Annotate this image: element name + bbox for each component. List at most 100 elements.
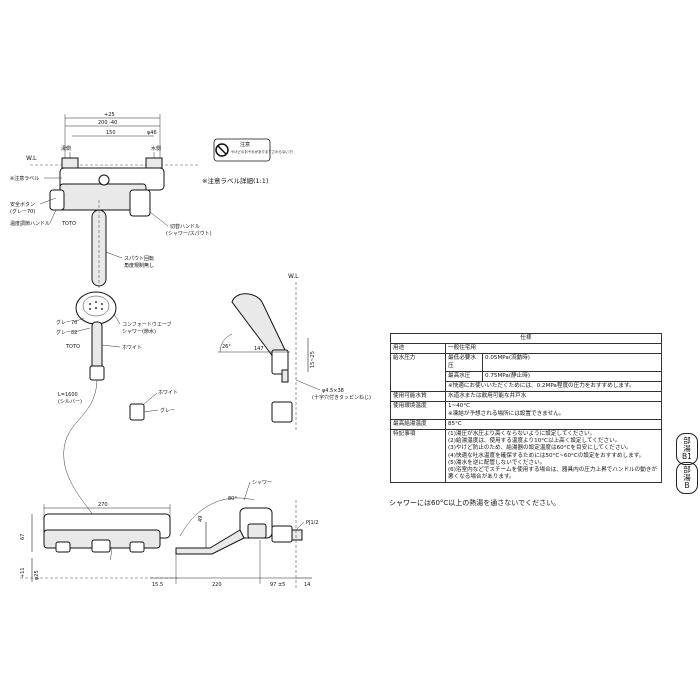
spec-min-key: 最低必要水圧 xyxy=(445,353,483,372)
spec-min-val: 0.05MPa(流動時) xyxy=(482,353,662,372)
wl-label: W.L xyxy=(26,155,37,162)
pj-label: PJ1/2 xyxy=(306,520,319,526)
spec-env-val2: ※凍結が予想される場所には設置できません。 xyxy=(448,410,565,417)
side-shower-grip xyxy=(271,349,289,375)
cold-side-label: 水側 xyxy=(151,145,161,152)
switch-handle-callout: 切替ハンドル xyxy=(170,223,200,230)
dim-97: 97 ±5 xyxy=(270,582,285,588)
spec-env-key: 使用環境温度 xyxy=(390,401,446,420)
hot-inlet xyxy=(61,157,79,169)
dim-67: 67 xyxy=(20,534,26,540)
side-dim-15-25: 15~25 xyxy=(310,351,316,368)
comfort-wave-sub: シャワー(節水) xyxy=(122,328,156,335)
spec-max-key: 最高水圧 xyxy=(445,370,483,383)
dim-14: 14 xyxy=(304,582,310,588)
shower-handle xyxy=(91,321,103,371)
bottom-side-view: シャワー 80° PJ1/2 49 15.5 220 97 ±5 14 xyxy=(150,480,319,590)
badge-b1-line3: B1 xyxy=(682,452,692,461)
holder-grey-label: グレー xyxy=(160,407,175,414)
toto-logo-top: TOTO xyxy=(61,221,76,227)
grey70-label: グレー70 xyxy=(56,319,77,326)
shower-bottom xyxy=(89,365,105,381)
shower-head-view: グレー70 グレー82 TOTO ホワイト コンフォートウエーブ シャワー(節水… xyxy=(56,291,178,561)
spec-table: 仕様 用途 一般住宅用 給水圧力 最低必要水圧 0.05MPa(流動時) 最高水… xyxy=(390,332,662,484)
white-label: ホワイト xyxy=(122,345,142,351)
caution-text: やけどのおそれがありますさわらないで! xyxy=(231,149,293,154)
spec-title: 仕様 xyxy=(390,332,662,345)
spec-use-val: 一般住宅用 xyxy=(445,343,662,355)
bottom-side-inlet xyxy=(271,525,293,543)
spec-water-val: 水道水または飲用可能な井戸水 xyxy=(445,391,662,403)
badge-b-line2: 湯 xyxy=(683,473,691,482)
center-cap xyxy=(98,174,110,186)
spec-note-4: (4)快適な吐水温度を確保するためには50°C~60°Cの設定をおすすめします。 xyxy=(448,452,645,459)
side-wl-label: W.L xyxy=(288,273,299,280)
temp-handle xyxy=(49,189,65,211)
bottom-shower-label: シャワー xyxy=(252,480,272,486)
dim-plus25: +25 xyxy=(104,112,115,118)
dim-phi25: φ25 xyxy=(34,570,40,580)
bottom-cold-inlet xyxy=(129,541,145,553)
dim-220: 220 xyxy=(212,582,222,588)
safety-button-sub: (グレー70) xyxy=(10,208,35,215)
toto-logo-shower: TOTO xyxy=(65,344,80,350)
caution-label-callout: ※注意ラベル xyxy=(10,175,39,182)
badge-b-line1: 部 xyxy=(683,465,691,474)
screw-label: φ4.5×38 xyxy=(322,388,344,394)
screw-sub: (十字穴付きタッピンねじ) xyxy=(312,394,371,401)
badge-b1-line2: 湯 xyxy=(683,444,691,453)
caution-title: 注意 xyxy=(240,141,250,148)
spout-rotate-callout: スパウト回転 xyxy=(124,255,154,262)
spec-max-val: 0.75MPa(静止時) xyxy=(482,370,662,383)
spec-notes-key: 特記事項 xyxy=(390,429,446,484)
bottom-hot-inlet xyxy=(55,541,71,553)
badge-b1: 部 湯 B1 xyxy=(676,433,698,465)
caution-label-detail: 注意 やけどのおそれがありますさわらないで! ※注意ラベル詳細(1:1) xyxy=(202,138,293,185)
side-holder-knob xyxy=(281,369,289,383)
dim-phi46: φ46 xyxy=(147,130,157,136)
dim-150: 150 xyxy=(106,130,116,136)
hot-side-label: 湯側 xyxy=(61,145,71,152)
spec-env-val1: 1~40°C xyxy=(448,403,471,410)
hose-color: (シルバー) xyxy=(58,399,82,405)
dim-15-5: 15.5 xyxy=(152,582,163,588)
spec-env-val: 1~40°C ※凍結が予想される場所には設置できません。 xyxy=(445,401,662,420)
spout-rotate-sub: 角度規制無し xyxy=(124,262,154,269)
spec-note-2: (2)給湯温度は、使用する温度より10°C以上高く設定してください。 xyxy=(448,438,621,445)
spec-hot-key: 最高給湯温度 xyxy=(390,418,446,431)
dim-plus11: +11 xyxy=(20,567,26,578)
switch-handle xyxy=(129,189,151,217)
grey82-label: グレー82 xyxy=(56,329,77,336)
safety-button-callout: 安全ボタン xyxy=(10,201,35,208)
spec-use-key: 用途 xyxy=(390,343,446,355)
front-view-bottom: 270 67 +11 φ25 xyxy=(20,502,180,582)
comfort-wave-label: コンフォートウエーブ xyxy=(122,321,172,328)
badge-b1-line1: 部 xyxy=(683,436,691,445)
bottom-center xyxy=(91,539,111,553)
spec-note-5: (5)湯水を逆に配管しないでください。 xyxy=(448,459,546,466)
bottom-spout xyxy=(175,529,245,555)
spec-hot-val: 85°C xyxy=(445,418,662,431)
side-holder xyxy=(271,401,293,423)
bottom-side-knob xyxy=(247,523,267,539)
spec-press-note: ※快適にお使いいただくためには、0.2MPa程度の圧力をおすすめします。 xyxy=(445,381,662,393)
cold-inlet xyxy=(145,157,163,169)
caution-detail-title: ※注意ラベル詳細(1:1) xyxy=(202,176,268,185)
dim-49: 49 xyxy=(198,516,204,522)
side-view: W.L 147 26° 15~25 φ4.5×38 (十字穴付きタッピンねじ) xyxy=(218,273,371,430)
temp-handle-callout: 温度調節ハンドル xyxy=(10,220,50,227)
spec-water-key: 使用可能水質 xyxy=(390,391,446,403)
spec-notes-val: (1)湯圧が水圧より高くならないように設定してください。 (2)給湯温度は、使用… xyxy=(445,429,662,484)
badge-b: 部 湯 B xyxy=(676,462,698,494)
front-view-top: +25 200 -40 150 φ46 W.L 湯側 水側 ※注意ラベル 安全ボ… xyxy=(10,112,212,290)
spec-note-3: (3)やけど防止のため、給湯器の設定温度は60°Cを目安にしてください。 xyxy=(448,445,632,452)
holder-white-label: ホワイト xyxy=(158,390,178,396)
bottom-side-nut xyxy=(291,529,303,541)
switch-handle-sub: (シャワー/スパウト) xyxy=(166,230,212,237)
hose-length: L=1600 xyxy=(58,392,78,398)
dim-200: 200 -40 xyxy=(98,120,117,126)
warning-note: シャワーには60°C以上の熱湯を通さないでください。 xyxy=(389,499,561,507)
badge-b-line3: B xyxy=(684,481,690,490)
bottom-angle-80: 80° xyxy=(228,496,237,502)
